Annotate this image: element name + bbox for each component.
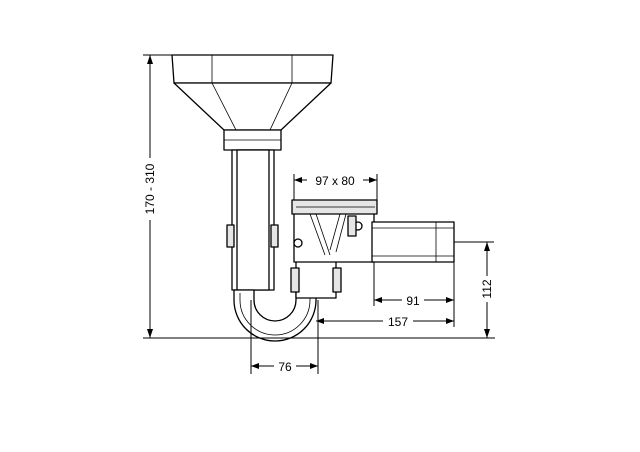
dim-label-trap-width: 76 — [278, 360, 292, 374]
dim-label-trap-to-outlet: 157 — [388, 315, 408, 329]
dim-label-outlet-height: 112 — [480, 279, 494, 298]
drain-body — [291, 199, 378, 263]
trap-bend — [233, 289, 317, 342]
dim-outlet-length: 91 — [373, 262, 455, 327]
dim-total-height: 170 - 310 — [140, 54, 495, 339]
dim-trap-width: 76 — [250, 300, 319, 374]
inlet-pipe — [226, 149, 279, 291]
dim-outlet-height: 112 — [454, 241, 496, 338]
outlet-pipe — [371, 221, 455, 263]
riser-pipe — [290, 257, 342, 299]
dim-trap-to-outlet: 157 — [316, 314, 454, 329]
dim-label-grate-size: 97 x 80 — [315, 174, 355, 188]
dim-label-outlet-length: 91 — [406, 294, 420, 308]
dim-label-total-height: 170 - 310 — [143, 163, 157, 214]
funnel — [171, 54, 334, 151]
dim-grate-size: 97 x 80 — [293, 172, 378, 200]
